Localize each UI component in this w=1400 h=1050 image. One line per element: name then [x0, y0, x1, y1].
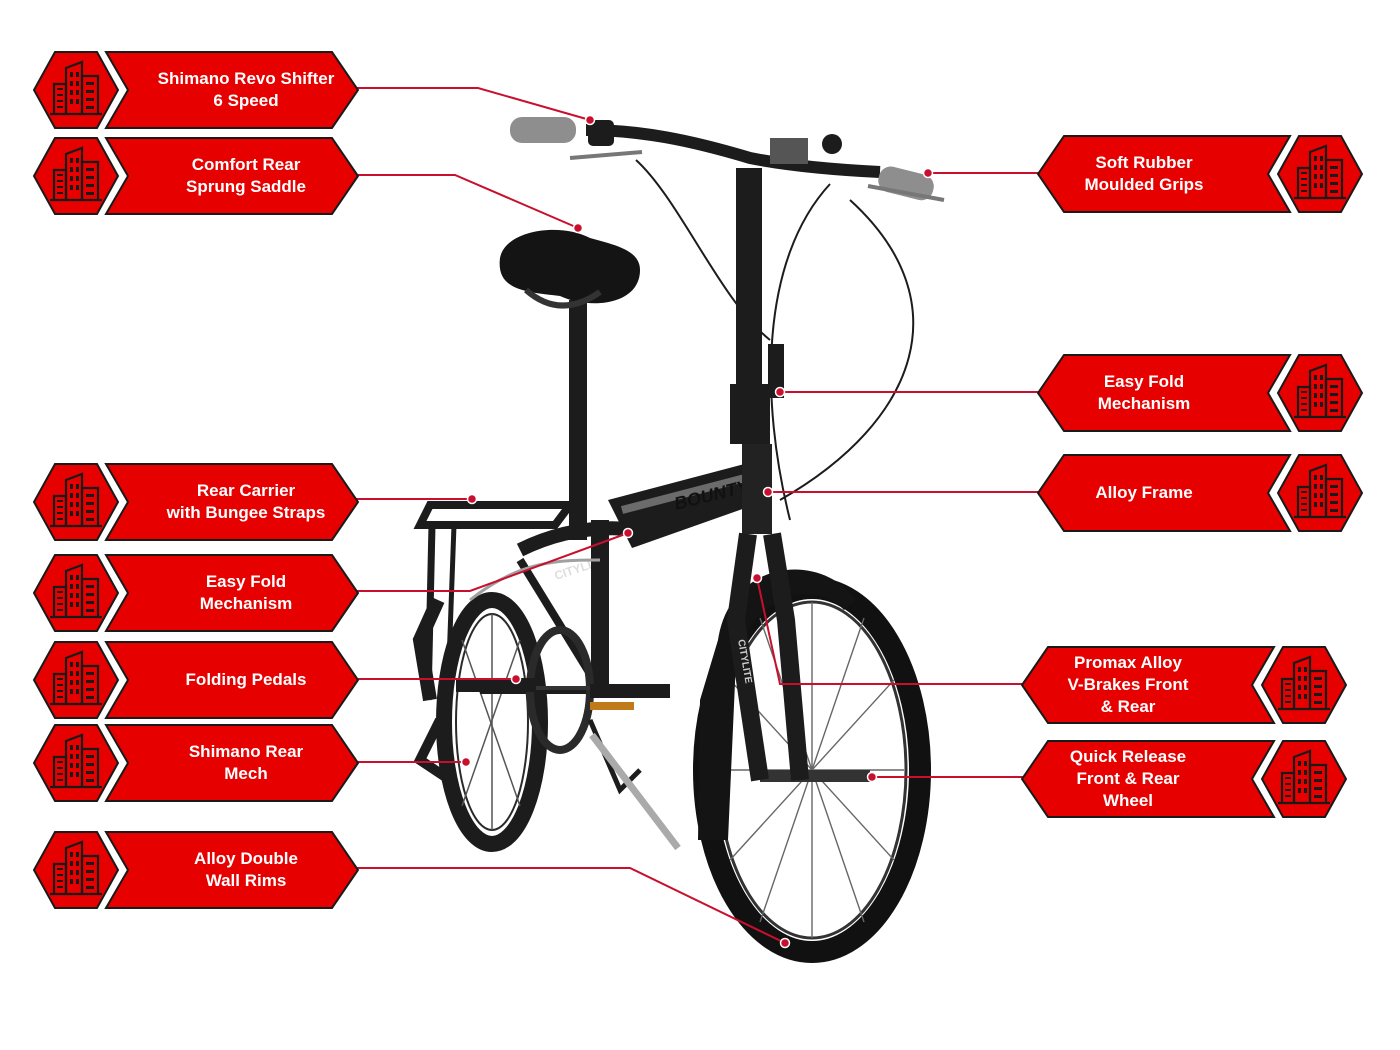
- callout-shape: [32, 831, 360, 909]
- callout-pedals: Folding Pedals: [32, 640, 362, 720]
- city-buildings-icon: [1278, 749, 1330, 805]
- drivetrain: [413, 626, 681, 851]
- callout-banner: [1036, 354, 1292, 432]
- callout-label-saddle: Comfort Rear Sprung Saddle: [186, 155, 306, 196]
- callout-shifter: Shimano Revo Shifter 6 Speed: [32, 50, 362, 130]
- callout-shape: [32, 137, 360, 215]
- callout-label-fold-left: Easy Fold Mechanism: [199, 572, 293, 613]
- stem-and-fork: CITYLITE: [726, 168, 809, 782]
- leader-target-fold-left: [622, 527, 634, 539]
- callout-shape: [32, 641, 360, 719]
- city-buildings-icon: [50, 733, 102, 789]
- leader-target-grips: [922, 167, 934, 179]
- callout-banner: [1020, 646, 1276, 724]
- callout-frame: Alloy Frame: [1034, 453, 1364, 533]
- city-buildings-icon: [50, 840, 102, 896]
- saddle-and-seatpost: [499, 229, 640, 540]
- callout-banner: [1020, 740, 1276, 818]
- city-buildings-icon: [1294, 463, 1346, 519]
- leader-line-saddle: [335, 174, 579, 229]
- leader-target-fold-right: [774, 386, 786, 398]
- callout-fold-right: Easy Fold Mechanism: [1034, 353, 1364, 433]
- callout-grips: Soft Rubber Moulded Grips: [1034, 134, 1364, 214]
- callout-banner: [104, 51, 360, 129]
- callout-mech: Shimano Rear Mech: [32, 723, 362, 803]
- city-buildings-icon: [50, 563, 102, 619]
- callout-label-grips: Soft Rubber Moulded Grips: [1084, 153, 1204, 194]
- callout-label-pedals: Folding Pedals: [185, 670, 307, 689]
- city-buildings-icon: [1294, 363, 1346, 419]
- leader-line-rims: [335, 867, 786, 944]
- handlebar: [510, 117, 945, 521]
- callout-fold-left: Easy Fold Mechanism: [32, 553, 362, 633]
- callout-banner: [104, 724, 360, 802]
- callout-banner: [104, 137, 360, 215]
- callout-label-quick-release: Quick Release Front & Rear Wheel: [1069, 747, 1187, 810]
- callout-shape: [32, 51, 360, 129]
- callout-label-rims: Alloy Double Wall Rims: [194, 849, 298, 890]
- callout-label-fold-right: Easy Fold Mechanism: [1097, 372, 1191, 413]
- leader-target-pedals: [510, 673, 522, 685]
- rear-wheel: [436, 592, 548, 852]
- callout-label-shifter: Shimano Revo Shifter 6 Speed: [157, 69, 335, 110]
- callout-shape: [1036, 135, 1364, 213]
- leader-line-brakes: [756, 577, 1047, 685]
- callout-label-mech: Shimano Rear Mech: [188, 742, 304, 783]
- leader-target-carrier: [466, 493, 478, 505]
- callout-banner: [1036, 454, 1292, 532]
- callout-brakes: Promax Alloy V-Brakes Front & Rear: [1018, 645, 1348, 725]
- callout-shape: [1036, 454, 1364, 532]
- leader-target-rims: [779, 937, 791, 949]
- callout-banner: [104, 641, 360, 719]
- city-buildings-icon: [1278, 655, 1330, 711]
- callout-saddle: Comfort Rear Sprung Saddle: [32, 136, 362, 216]
- callout-shape: [1036, 354, 1364, 432]
- city-buildings-icon: [50, 472, 102, 528]
- city-buildings-icon: [50, 60, 102, 116]
- city-buildings-icon: [1294, 144, 1346, 200]
- leader-target-frame: [762, 486, 774, 498]
- leader-target-brakes: [751, 572, 763, 584]
- callout-banner: [104, 463, 360, 541]
- callout-rims: Alloy Double Wall Rims: [32, 830, 362, 910]
- callout-shape: [1020, 646, 1348, 724]
- city-buildings-icon: [50, 650, 102, 706]
- callout-carrier: Rear Carrier with Bungee Straps: [32, 462, 362, 542]
- leader-target-quick-release: [866, 771, 878, 783]
- callout-banner: [1036, 135, 1292, 213]
- callout-shape: [32, 463, 360, 541]
- callout-label-frame: Alloy Frame: [1095, 483, 1193, 502]
- callout-banner: [104, 554, 360, 632]
- callout-quick-release: Quick Release Front & Rear Wheel: [1018, 739, 1348, 819]
- callout-banner: [104, 831, 360, 909]
- callout-shape: [32, 554, 360, 632]
- callout-label-brakes: Promax Alloy V-Brakes Front & Rear: [1067, 653, 1189, 716]
- callout-label-carrier: Rear Carrier with Bungee Straps: [166, 481, 326, 522]
- city-buildings-icon: [50, 146, 102, 202]
- callout-shape: [1020, 740, 1348, 818]
- leader-line-fold-left: [335, 532, 629, 592]
- leader-target-saddle: [572, 222, 584, 234]
- leader-line-shifter: [335, 87, 591, 121]
- callout-shape: [32, 724, 360, 802]
- leader-target-mech: [460, 756, 472, 768]
- leader-target-shifter: [584, 114, 596, 126]
